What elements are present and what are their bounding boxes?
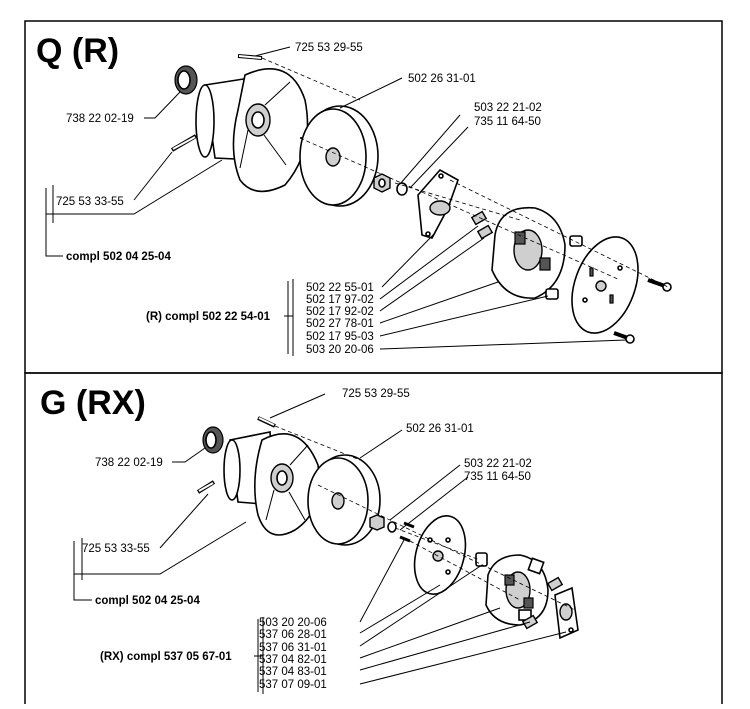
g-label-screw-side: 725 53 33-55: [82, 543, 150, 555]
bearing-part: [174, 65, 198, 95]
q-label-compl-housing: compl 502 04 25-04: [66, 251, 171, 263]
section-g-frame: [24, 372, 723, 709]
springs-part: [470, 210, 494, 240]
hub-plate-part: [554, 586, 579, 640]
g-label-nut: 503 22 21-02: [464, 458, 532, 470]
q-label-screw-top: 725 53 29-55: [295, 42, 363, 54]
q-label-nut: 503 22 21-02: [474, 102, 542, 114]
clutch-shoes-part: [485, 554, 549, 626]
clutch-drum-part: [299, 105, 379, 207]
side-screw-part: [196, 480, 216, 494]
q-label-washer: 735 11 64-50: [474, 116, 541, 128]
clutch-housing-part: [195, 68, 309, 193]
clutch-drum-part: [307, 454, 381, 546]
g-label-screw-top: 725 53 29-55: [342, 388, 410, 400]
clutch-housing-part: [223, 431, 321, 536]
q-label-screw-side: 725 53 33-55: [56, 196, 124, 208]
q-list-item: 502 22 55-01: [306, 282, 374, 294]
g-list-item: 537 04 82-01: [259, 654, 327, 666]
section-g-title: G (RX): [40, 384, 146, 422]
cover-plate-part: [571, 236, 639, 334]
washer-part: [387, 521, 397, 533]
bearing-part: [202, 426, 224, 454]
g-label-washer: 735 11 64-50: [464, 471, 531, 483]
q-label-compl-clutch: (R) compl 502 22 54-01: [146, 311, 271, 323]
q-label-drum: 502 26 31-01: [408, 73, 476, 85]
cover-plate-part: [413, 515, 467, 595]
nut-part: [373, 173, 391, 193]
q-list-item: 502 17 97-02: [306, 294, 374, 306]
bushing-part: [545, 235, 583, 300]
section-g: G (RX): [40, 384, 579, 694]
side-screw-part: [170, 134, 198, 152]
small-screws-part: [399, 521, 415, 543]
g-label-compl-clutch: (RX) compl 537 05 67-01: [100, 651, 232, 663]
g-list-item: 537 06 28-01: [259, 629, 327, 641]
g-list-item: 537 07 09-01: [259, 679, 327, 691]
q-list-item: 502 27 78-01: [306, 318, 374, 330]
g-list-item: 503 20 20-06: [259, 617, 327, 629]
top-screw-part: [257, 416, 276, 428]
hub-plate-part: [417, 168, 459, 239]
q-list-item: 502 17 95-03: [306, 331, 374, 343]
g-label-bearing: 738 22 02-19: [95, 457, 163, 469]
q-list-item: 502 17 92-02: [306, 306, 374, 318]
q-list-item: 503 20 20-06: [306, 344, 374, 356]
cover-screws-part: [613, 278, 672, 344]
q-label-bearing: 738 22 02-19: [66, 113, 134, 125]
g-label-drum: 502 26 31-01: [406, 423, 474, 435]
section-q: Q (R): [36, 32, 672, 356]
g-label-compl-housing: compl 502 04 25-04: [95, 595, 200, 607]
nut-part: [369, 514, 385, 531]
top-screw-part: [237, 54, 263, 60]
g-list-item: 537 04 83-01: [259, 666, 327, 678]
section-q-title: Q (R): [36, 32, 119, 70]
clutch-shoes-part: [491, 206, 566, 299]
g-list-item: 537 06 31-01: [259, 642, 327, 654]
